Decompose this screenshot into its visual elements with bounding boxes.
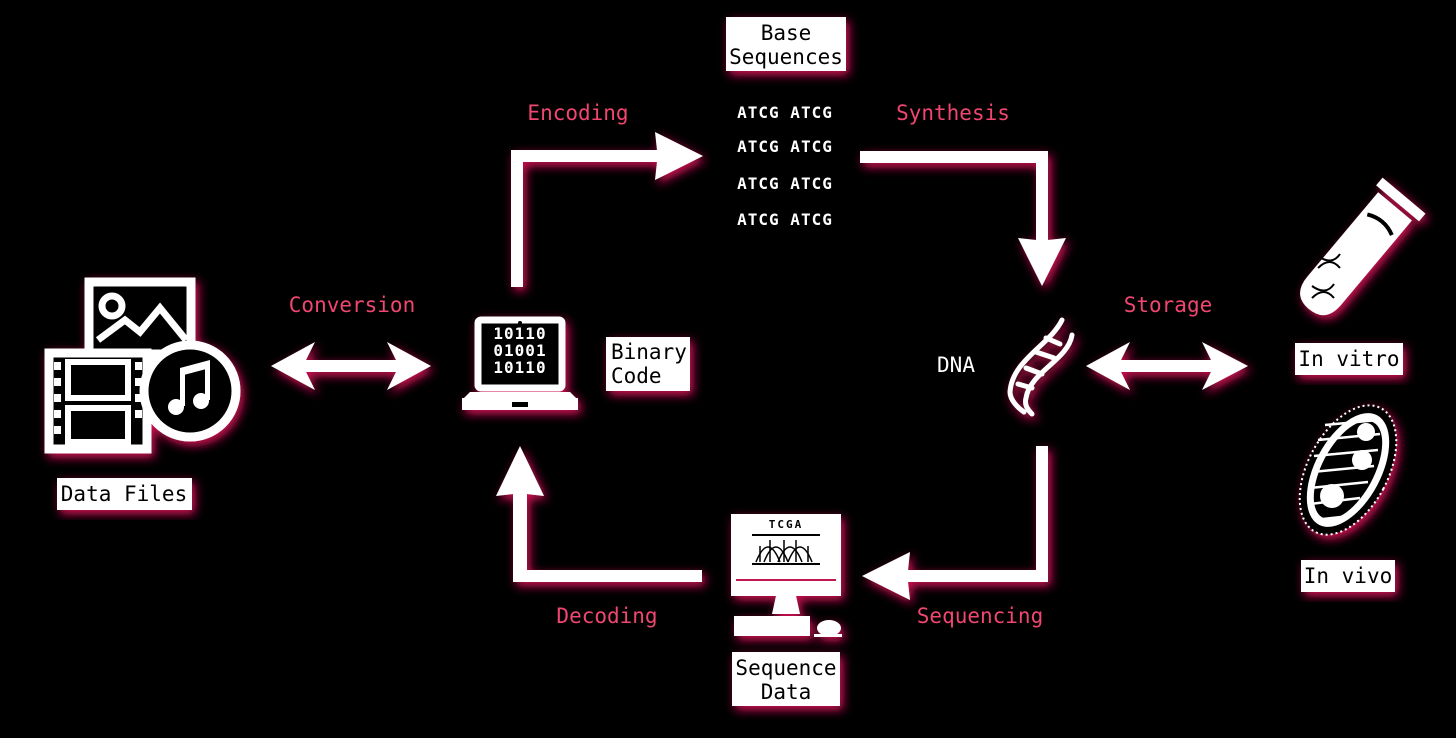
dna-label: DNA bbox=[937, 353, 975, 377]
base-sequence-line: ATCG ATCG bbox=[737, 210, 833, 229]
data-files-label-text: Data Files bbox=[61, 482, 187, 506]
test-tube-icon bbox=[1300, 177, 1426, 316]
dna-icon bbox=[1007, 317, 1075, 417]
data-files-icon bbox=[44, 277, 241, 454]
base-sequences-label-line2: Sequences bbox=[729, 45, 843, 69]
sequence-data-label-line1: Sequence bbox=[735, 656, 836, 680]
in-vivo-label bbox=[1301, 560, 1395, 592]
encoding-label: Encoding bbox=[527, 101, 628, 125]
laptop-icon bbox=[462, 316, 578, 410]
binary-code-label bbox=[606, 337, 690, 391]
cell-icon bbox=[1298, 404, 1398, 536]
base-sequences-label-line1: Base bbox=[761, 21, 812, 45]
binary-line: 01001 bbox=[493, 341, 546, 360]
storage-label: Storage bbox=[1124, 293, 1213, 317]
in-vivo-label-text: In vivo bbox=[1304, 564, 1393, 588]
binary-screen: 10110 01001 10110 bbox=[493, 324, 546, 377]
encoding-arrow bbox=[511, 132, 703, 287]
decoding-label: Decoding bbox=[556, 604, 657, 628]
base-sequences-label bbox=[726, 17, 846, 71]
base-sequence-line: ATCG ATCG bbox=[737, 103, 833, 122]
conversion-label: Conversion bbox=[289, 293, 415, 317]
binary-code-label-line1: Binary bbox=[611, 340, 687, 364]
in-vitro-label bbox=[1295, 343, 1403, 375]
binary-line: 10110 bbox=[493, 324, 546, 343]
music-note-icon bbox=[168, 360, 210, 415]
sequencer-computer-icon bbox=[731, 514, 842, 637]
binary-line: 10110 bbox=[493, 358, 546, 377]
data-files-label bbox=[57, 478, 192, 510]
synthesis-arrow bbox=[860, 151, 1066, 286]
base-sequence-line: ATCG ATCG bbox=[737, 174, 833, 193]
cell-interior bbox=[1309, 418, 1381, 522]
sequencer-screen: TCGA bbox=[736, 518, 836, 581]
conversion-double-arrow bbox=[271, 342, 431, 390]
in-vitro-label-text: In vitro bbox=[1298, 347, 1399, 371]
sequence-data-label-line2: Data bbox=[761, 680, 812, 704]
sequencer-bases: TCGA bbox=[769, 518, 804, 531]
mini-dna-icon bbox=[1311, 253, 1341, 299]
sequencing-arrow bbox=[862, 446, 1048, 600]
base-sequences-list: ATCG ATCG ATCG ATCG ATCG ATCG ATCG ATCG bbox=[737, 103, 833, 229]
sequence-data-label bbox=[732, 652, 840, 706]
binary-code-label-line2: Code bbox=[611, 364, 662, 388]
synthesis-label: Synthesis bbox=[896, 101, 1010, 125]
base-sequence-line: ATCG ATCG bbox=[737, 137, 833, 156]
storage-double-arrow bbox=[1086, 342, 1248, 390]
sequencing-label: Sequencing bbox=[917, 604, 1043, 628]
decoding-arrow bbox=[496, 446, 702, 582]
